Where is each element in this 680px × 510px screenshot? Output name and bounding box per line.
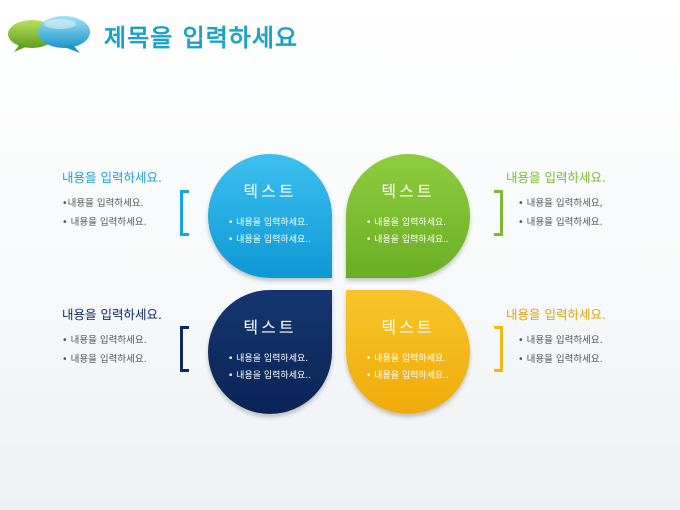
side-item: • 내용을 입력하세요. — [518, 335, 603, 346]
side-heading: 내용을 입력하세요. — [62, 307, 162, 322]
petal-item: • 내용을 입력하세요.. — [366, 371, 449, 381]
petal-heading: 텍스트 — [381, 318, 435, 337]
bracket-top-right — [494, 190, 503, 236]
bracket-bottom-left — [180, 326, 189, 372]
petal-item: • 내용을 입력하세요.. — [228, 235, 311, 245]
side-item: •내용을 입력하세요. — [62, 198, 144, 209]
bracket-bottom-right — [494, 326, 503, 372]
petal-item: • 내용을 입력하세요. — [228, 354, 309, 364]
side-item: • 내용을 입력하세요. — [62, 354, 147, 365]
side-heading: 내용을 입력하세요. — [506, 307, 606, 322]
bracket-top-left — [180, 190, 189, 236]
side-heading: 내용을 입력하세요. — [62, 170, 162, 185]
petal-item: • 내용을 입력하세요. — [228, 218, 309, 228]
side-item: • 내용을 입력하세요, — [518, 198, 603, 209]
petal-item: • 내용을 입력하세요. — [366, 354, 447, 364]
petal-bottom-right: 텍스트 • 내용을 입력하세요. • 내용을 입력하세요.. — [346, 290, 470, 414]
side-block-top-left: 내용을 입력하세요. •내용을 입력하세요. • 내용을 입력하세요. — [62, 167, 212, 232]
petal-item: • 내용을 입력하세요.. — [366, 235, 449, 245]
petal-heading: 텍스트 — [243, 182, 297, 201]
petal-heading: 텍스트 — [243, 318, 297, 337]
speech-bubbles-logo — [8, 16, 90, 53]
side-item: • 내용을 입력하세요. — [62, 335, 147, 346]
side-block-top-right: 내용을 입력하세요. • 내용을 입력하세요, • 내용을 입력하세요. — [506, 167, 656, 232]
side-block-bottom-left: 내용을 입력하세요. • 내용을 입력하세요. • 내용을 입력하세요. — [62, 304, 212, 369]
petal-item: • 내용을 입력하세요. — [366, 218, 447, 228]
side-block-bottom-right: 내용을 입력하세요. • 내용을 입력하세요. • 내용을 입력하세요. — [506, 304, 656, 369]
side-heading: 내용을 입력하세요. — [506, 170, 606, 185]
petal-heading: 텍스트 — [381, 182, 435, 201]
petal-top-left: 텍스트 • 내용을 입력하세요. • 내용을 입력하세요.. — [208, 154, 332, 278]
petal-item: • 내용을 입력하세요.. — [228, 371, 311, 381]
side-item: • 내용을 입력하세요. — [518, 354, 603, 365]
page-title: 제목을 입력하세요 — [104, 24, 298, 52]
petal-bottom-left: 텍스트 • 내용을 입력하세요. • 내용을 입력하세요.. — [208, 290, 332, 414]
side-item: • 내용을 입력하세요. — [62, 217, 147, 228]
petal-top-right: 텍스트 • 내용을 입력하세요. • 내용을 입력하세요.. — [346, 154, 470, 278]
side-item: • 내용을 입력하세요. — [518, 217, 603, 228]
